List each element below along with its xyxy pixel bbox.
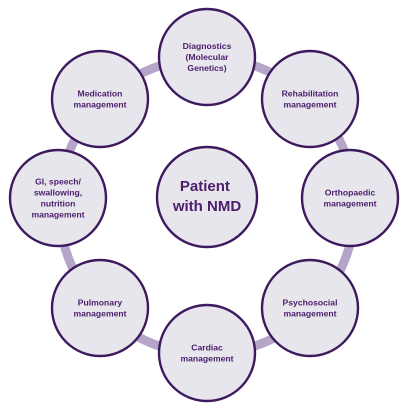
node-label-line: Genetics) [187, 63, 226, 73]
node-label-line: (Molecular [186, 52, 230, 62]
node-label-line: nutrition [41, 199, 76, 209]
node-circle [300, 148, 400, 248]
center-node: Patient with NMD [155, 145, 259, 249]
node-label-line: Cardiac [191, 343, 223, 353]
node-label-line: management [31, 210, 84, 220]
node-label-line: management [323, 199, 376, 209]
node-label-line: management [283, 309, 336, 319]
node-circle [260, 258, 360, 358]
center-circle [155, 145, 259, 249]
node-label-line: management [283, 100, 336, 110]
center-label-line: with NMD [172, 198, 241, 215]
node-circle [8, 148, 108, 248]
node-label-line: management [73, 309, 126, 319]
node-label-line: swallowing, [34, 188, 82, 198]
node-label-line: Rehabilitation [282, 89, 339, 99]
node-label-line: Orthopaedic [325, 188, 376, 198]
node-label-line: Medication [78, 89, 123, 99]
node-circle [157, 303, 257, 403]
node-circle [260, 49, 360, 149]
node-circle [50, 258, 150, 358]
center-label-line: Patient [180, 178, 230, 195]
node-label-line: GI, speech/ [35, 177, 81, 187]
node-circle [157, 7, 257, 107]
node-label-line: Diagnostics [183, 41, 232, 51]
node-label-line: management [180, 354, 233, 364]
node-circle [50, 49, 150, 149]
node-label-line: Pulmonary [78, 298, 123, 308]
node-label-line: Psychosocial [283, 298, 338, 308]
center-label: Patient with NMD [172, 178, 241, 215]
node-label-line: management [73, 100, 126, 110]
